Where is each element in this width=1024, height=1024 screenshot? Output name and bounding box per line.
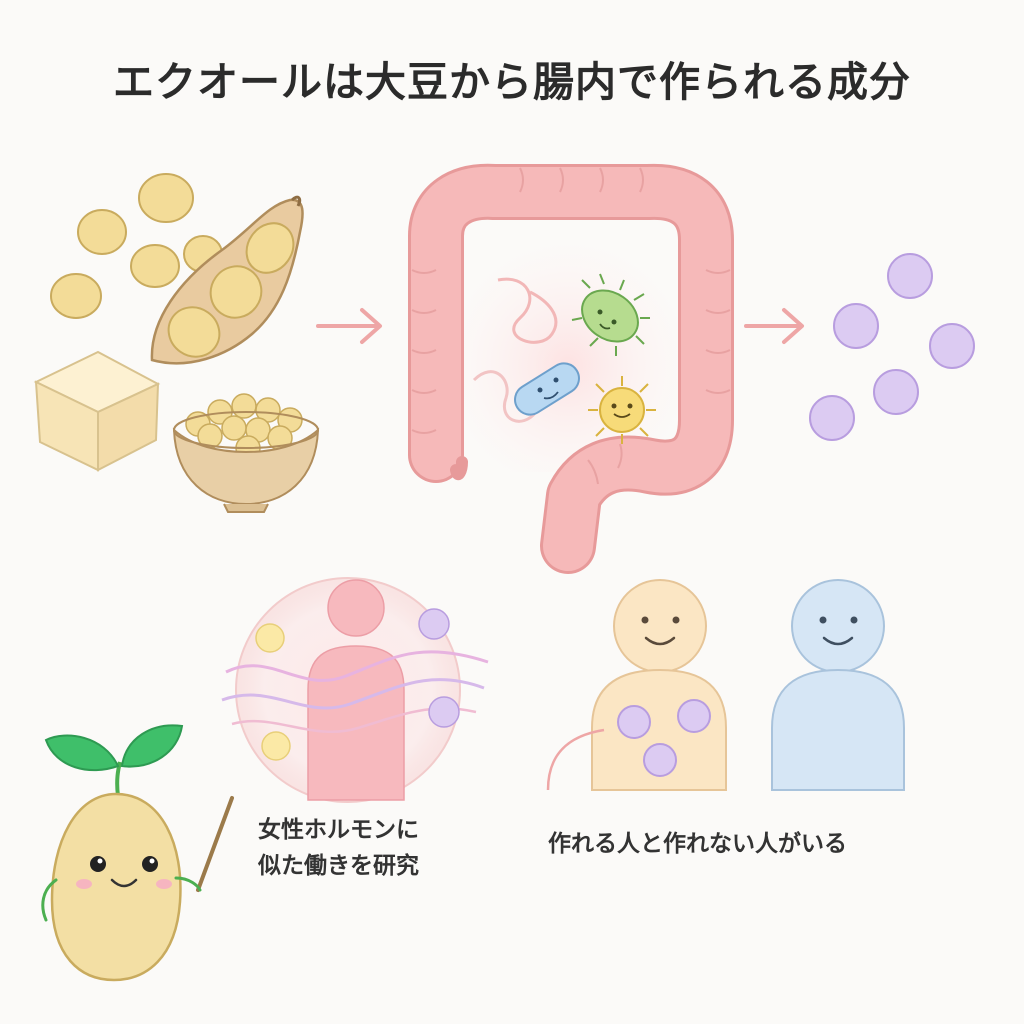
hormone-caption: 女性ホルモンに 似た働きを研究 <box>258 812 478 884</box>
people-caption: 作れる人と作れない人がいる <box>548 831 847 857</box>
equol-molecule <box>809 395 855 441</box>
green-bacterium <box>571 273 650 356</box>
equol-dot <box>418 608 450 640</box>
soybean-mascot-icon <box>41 724 234 982</box>
isoflavone-dot <box>261 731 291 761</box>
soybean <box>138 173 194 223</box>
equol-dot <box>428 696 460 728</box>
bacteria-icon <box>514 273 656 444</box>
page-title: エクオールは大豆から腸内で作られる成分 <box>113 58 911 106</box>
soybean <box>50 273 102 319</box>
smiling-person-icon <box>546 579 905 791</box>
equol-dot <box>617 705 651 739</box>
female-silhouette-icon <box>221 577 489 803</box>
yellow-bacterium <box>588 376 656 444</box>
intestine-icon <box>408 163 734 574</box>
bowl-beans <box>185 393 303 461</box>
arrow-right-icon <box>316 308 382 344</box>
equol-molecule <box>873 369 919 415</box>
soybean <box>77 209 127 255</box>
equol-molecule-icon <box>809 253 975 441</box>
hormone-caption-line1: 女性ホルモンに <box>258 817 419 843</box>
soybean-bowl-icon <box>172 393 320 513</box>
blue-bacterium <box>514 362 580 416</box>
equol-molecule <box>833 303 879 349</box>
equol-dot <box>677 699 711 733</box>
producer-person <box>546 579 727 791</box>
isoflavone-dot <box>255 623 285 653</box>
tofu-icon <box>33 350 161 472</box>
equol-dot <box>643 743 677 777</box>
equol-molecule <box>887 253 933 299</box>
arrow-right-icon <box>744 308 804 344</box>
soybean-pod-icon <box>150 195 304 365</box>
equol-molecule <box>929 323 975 369</box>
soybean <box>130 244 180 288</box>
non-producer-person <box>771 579 905 791</box>
hormone-caption-line2: 似た働きを研究 <box>258 853 419 879</box>
